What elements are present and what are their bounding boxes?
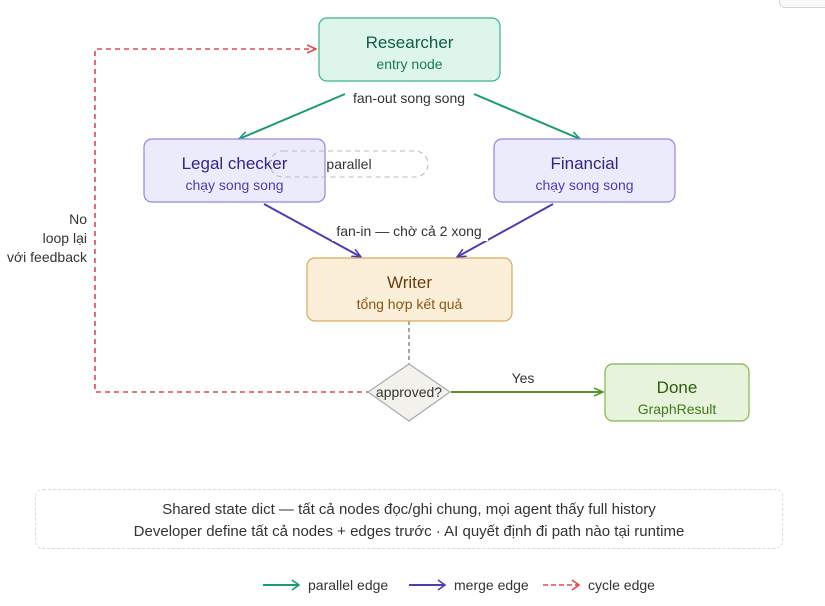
legend: parallel edge merge edge cycle edge — [262, 575, 682, 595]
legend-label-parallel: parallel edge — [308, 577, 389, 593]
note-line-1: Shared state dict — tất cả nodes đọc/ghi… — [162, 501, 656, 518]
yes-label: Yes — [512, 370, 535, 386]
done-title: Done — [657, 378, 698, 397]
fan-out-label: fan-out song song — [353, 90, 465, 106]
legend-label-merge: merge edge — [454, 577, 529, 593]
financial-node[interactable]: Financial chạy song song — [493, 138, 676, 203]
fan-in-label: fan-in — chờ cả 2 xong — [336, 223, 481, 239]
writer-subtitle: tổng hợp kết quả — [357, 296, 463, 312]
edge-financial-writer — [457, 203, 554, 257]
writer-node[interactable]: Writer tổng hợp kết quả — [306, 257, 513, 322]
no-label-line-1: No — [69, 211, 87, 227]
financial-subtitle: chạy song song — [535, 177, 633, 193]
no-loop-label: No loop lại với feedback — [7, 211, 88, 265]
legal-checker-node[interactable]: Legal checker chạy song song — [143, 138, 326, 203]
merge-edge-swatch — [409, 579, 447, 591]
researcher-node[interactable]: Researcher entry node — [318, 17, 501, 82]
legend-item-cycle: cycle edge — [542, 575, 655, 595]
no-label-line-3: với feedback — [7, 249, 88, 265]
researcher-title: Researcher — [366, 33, 454, 52]
cycle-edge — [94, 49, 371, 393]
writer-title: Writer — [387, 273, 432, 292]
corner-decoration — [779, 0, 825, 8]
parallel-label: parallel — [326, 156, 371, 172]
edge-legal-writer — [263, 203, 361, 257]
legal-checker-subtitle: chạy song song — [185, 177, 283, 193]
shared-state-note: Shared state dict — tất cả nodes đọc/ghi… — [35, 489, 783, 549]
no-label-line-2: loop lại — [43, 230, 87, 246]
done-node[interactable]: Done GraphResult — [604, 363, 750, 422]
edge-researcher-financial — [473, 93, 580, 139]
legal-checker-title: Legal checker — [182, 154, 288, 173]
financial-title: Financial — [550, 154, 618, 173]
edge-researcher-legal — [239, 93, 346, 139]
approved-label: approved? — [376, 384, 442, 400]
done-subtitle: GraphResult — [638, 401, 717, 417]
legend-item-merge: merge edge — [408, 575, 529, 595]
cycle-edge-swatch — [543, 579, 581, 591]
parallel-annotation: parallel — [269, 150, 429, 178]
legend-label-cycle: cycle edge — [588, 577, 655, 593]
researcher-subtitle: entry node — [376, 56, 442, 72]
approved-decision-node[interactable]: approved? — [366, 363, 452, 422]
parallel-edge-swatch — [263, 579, 301, 591]
note-line-2: Developer define tất cả nodes + edges tr… — [133, 523, 685, 540]
legend-item-parallel: parallel edge — [262, 575, 388, 595]
